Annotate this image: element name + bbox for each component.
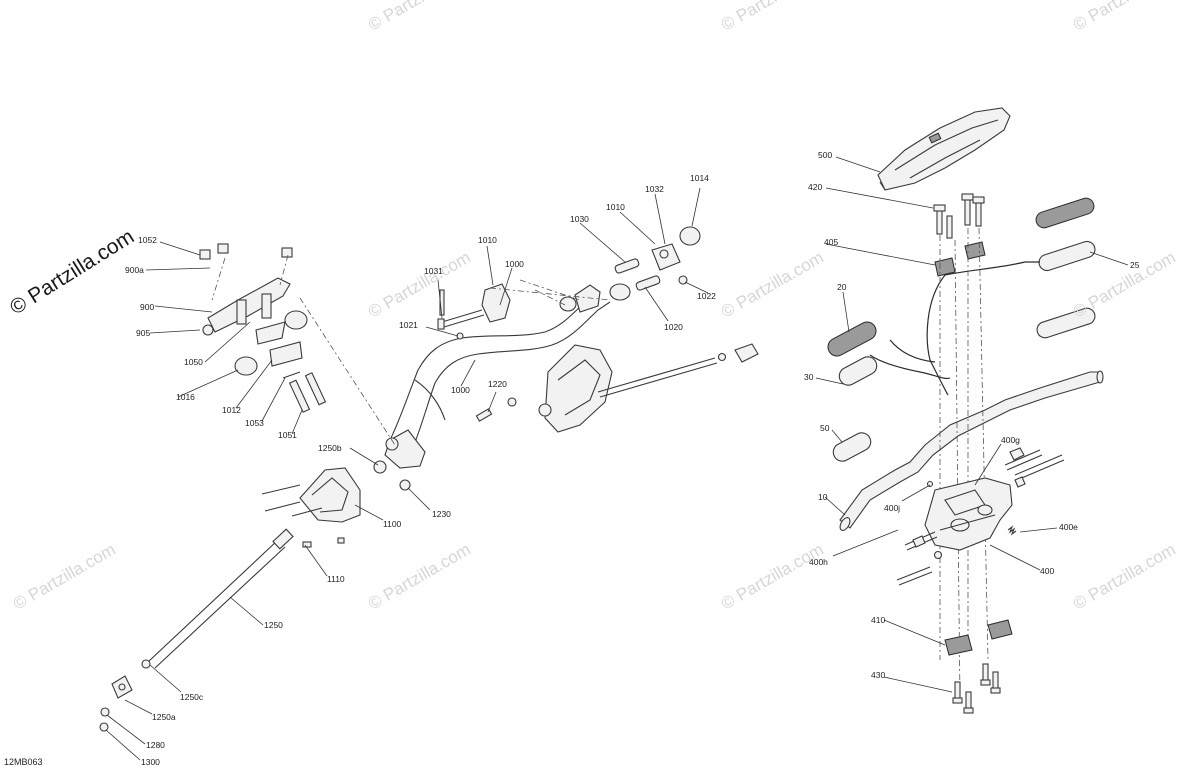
- callout-label: 20: [837, 282, 847, 292]
- callout-label: 1022: [697, 291, 716, 301]
- callout-label: 400j: [884, 503, 901, 513]
- throttle-cable: [926, 274, 949, 396]
- handlebar-pad-500: [877, 107, 1011, 191]
- steering-cover-1100: [299, 467, 361, 523]
- callout-label: 430: [871, 670, 886, 680]
- washer-1230: [399, 479, 411, 491]
- callout-label: 900: [140, 302, 155, 312]
- callout-label: 25: [1130, 260, 1140, 270]
- grip-left-20: [827, 321, 878, 462]
- callout-label: 1110: [327, 574, 345, 584]
- callout-label: 1016: [176, 392, 195, 402]
- callout-label: 1000: [451, 385, 470, 395]
- callout-label: 1032: [645, 184, 664, 194]
- riser-block-400: [924, 477, 1013, 551]
- callout-label: 405: [824, 237, 839, 247]
- callout-label: 500: [818, 150, 833, 160]
- bushing-1012: [269, 341, 303, 367]
- washer-1300: [99, 722, 109, 732]
- cable-branch: [944, 261, 1040, 276]
- pin-1030: [614, 258, 661, 291]
- callout-label: 420: [808, 182, 823, 192]
- clamp-1032: [651, 243, 681, 271]
- leader-lines: [105, 156, 1129, 761]
- ring-1014: [679, 226, 701, 246]
- callout-label: 1100: [383, 519, 402, 529]
- bolts-400g: [1004, 447, 1065, 488]
- bolts-1051: [288, 372, 327, 413]
- bolts-430: [952, 663, 1001, 714]
- nut-1280: [100, 707, 110, 717]
- callout-label: 1010: [606, 202, 625, 212]
- callout-label: 905: [136, 328, 151, 338]
- callout-label: 30: [804, 372, 814, 382]
- nuts-1052: [199, 243, 293, 260]
- drawing-code: 12MB063: [4, 757, 43, 767]
- callout-label: 400: [1040, 566, 1055, 576]
- lower-clamps-410: [944, 619, 1013, 656]
- callout-label: 1020: [664, 322, 683, 332]
- steering-bracket-1000: [384, 283, 611, 469]
- callout-label: 1052: [138, 235, 157, 245]
- washer-905: [202, 324, 214, 336]
- callout-label: 1012: [222, 405, 241, 415]
- callout-label: 1031: [424, 266, 443, 276]
- callout-label: 10: [818, 492, 828, 502]
- clamps-405: [934, 241, 986, 277]
- callout-label: 1250a: [152, 712, 176, 722]
- bolts-420: [933, 193, 985, 239]
- seal-1016a: [284, 310, 308, 330]
- callout-label: 410: [871, 615, 886, 625]
- grip-right-25: [1035, 197, 1096, 339]
- callout-label: 1051: [278, 430, 297, 440]
- bolts-400h: [896, 531, 943, 586]
- callout-label: 1250b: [318, 443, 342, 453]
- handlebar-10: [839, 370, 1104, 531]
- pin-1053: [282, 371, 301, 379]
- bolt-1031: [437, 289, 485, 330]
- callout-label: 50: [820, 423, 830, 433]
- callout-label: 1250: [264, 620, 283, 630]
- bolts-1110: [261, 484, 345, 548]
- callout-label: 1030: [570, 214, 589, 224]
- bracket-900: [207, 277, 291, 333]
- spacers-1050: [236, 293, 286, 345]
- callout-label: 1050: [184, 357, 203, 367]
- rod-end-1250a: [111, 659, 151, 699]
- callout-label: 1280: [146, 740, 165, 750]
- callout-label: 1300: [141, 757, 160, 767]
- callout-label: 1053: [245, 418, 264, 428]
- callout-label: 1230: [432, 509, 451, 519]
- callout-label: 400g: [1001, 435, 1020, 445]
- steering-cover-center: [538, 344, 613, 433]
- callout-label: 1220: [488, 379, 507, 389]
- callout-label: 1021: [399, 320, 418, 330]
- tie-rod-upper: [597, 343, 759, 398]
- spring-400e: [1007, 525, 1017, 536]
- bushing-1020: [559, 283, 631, 312]
- cable-left: [869, 354, 951, 380]
- callout-label: 1000: [505, 259, 524, 269]
- cable-left-2: [889, 339, 936, 363]
- callout-label: 1250c: [180, 692, 204, 702]
- callout-label: 400h: [809, 557, 828, 567]
- steering-rod-1250: [147, 528, 294, 669]
- bolt-1220: [475, 397, 517, 422]
- washer-400j: [926, 480, 934, 488]
- callout-label: 400e: [1059, 522, 1078, 532]
- callout-label: 900a: [125, 265, 144, 275]
- bushing-1250b: [373, 460, 387, 474]
- seal-1016: [234, 356, 258, 376]
- callout-label: 1010: [478, 235, 497, 245]
- callout-label: 1014: [690, 173, 709, 183]
